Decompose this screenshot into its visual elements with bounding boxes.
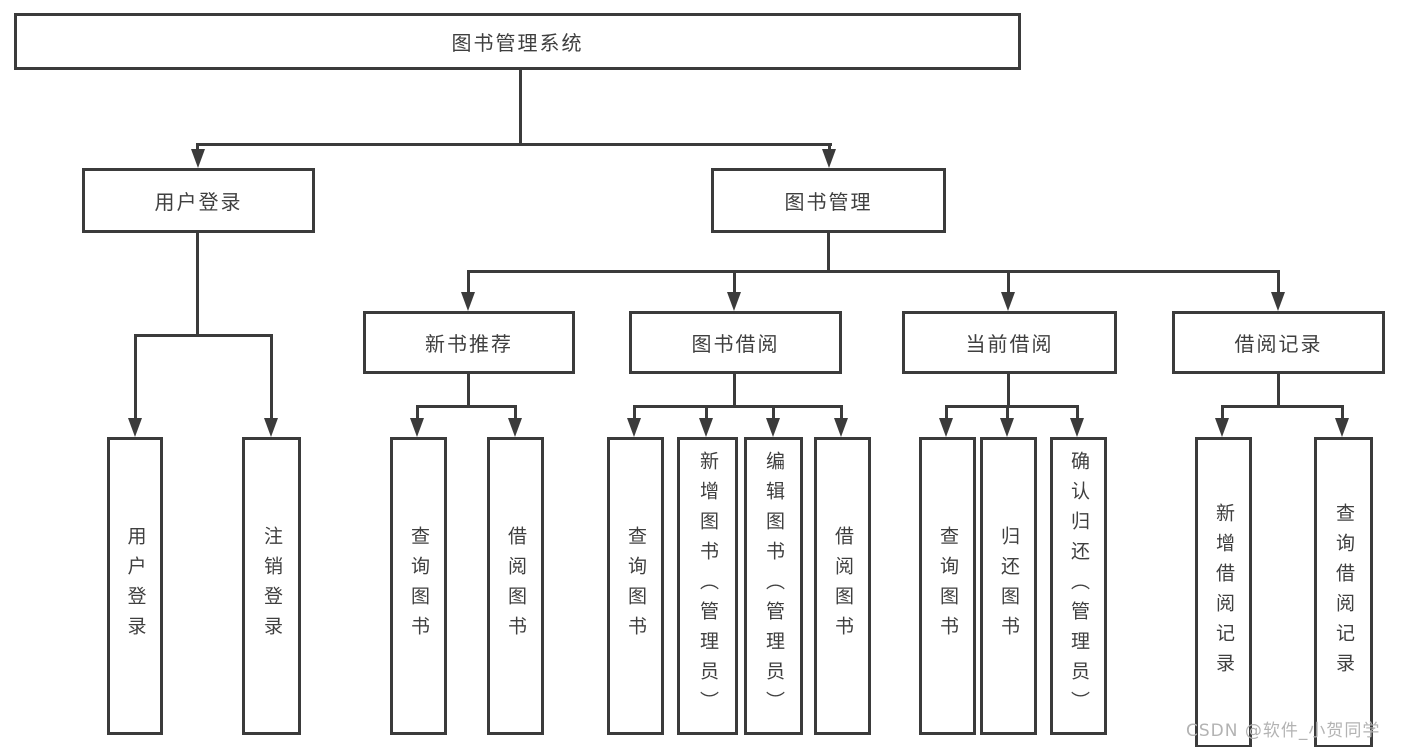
arrowhead-leaf [766, 418, 780, 437]
leaf-user-login-label: 用户登录 [124, 526, 147, 646]
connector-leaf-drop [416, 405, 419, 421]
leaf-confirm-return-admin-label: 确认归还（管理员） [1068, 451, 1090, 721]
node-user-login: 用户登录 [82, 168, 315, 233]
connector-user-login-stem [196, 232, 199, 337]
connector-leaf-drop [633, 405, 636, 421]
connector-book-mgmt-drop [828, 143, 831, 153]
connector-level3-drop [733, 270, 736, 295]
arrowhead-book-borrow [727, 292, 741, 311]
connector-leaf-drop [772, 405, 775, 421]
node-new-book-recommend-label: 新书推荐 [425, 332, 513, 356]
connector-book-mgmt-stem [827, 232, 830, 273]
leaf-borrow-book-label: 借阅图书 [832, 526, 854, 646]
leaf-logout-label: 注销登录 [261, 526, 283, 646]
leaf-query-book-borrow-label: 查询图书 [625, 526, 647, 646]
leaf-logout: 注销登录 [242, 437, 301, 735]
arrowhead-current-borrow [1001, 292, 1015, 311]
connector-borrow-record-stem [1277, 373, 1280, 408]
arrowhead-leaf [128, 418, 142, 437]
leaf-query-book-borrow: 查询图书 [607, 437, 664, 735]
connector-level3-drop [467, 270, 470, 295]
leaf-query-borrow-record-label: 查询借阅记录 [1333, 502, 1355, 683]
connector-leaf-drop [1006, 405, 1009, 421]
connector-borrow-record-bar [1221, 405, 1344, 408]
leaf-add-borrow-record-label: 新增借阅记录 [1213, 502, 1235, 683]
leaf-borrow-book: 借阅图书 [814, 437, 871, 735]
node-book-borrow: 图书借阅 [629, 311, 842, 374]
arrowhead-leaf [1335, 418, 1349, 437]
arrowhead-user-login [191, 149, 205, 168]
leaf-edit-book-admin-label: 编辑图书（管理员） [763, 451, 785, 721]
node-borrow-record-label: 借阅记录 [1234, 332, 1323, 356]
connector-leaf-drop [705, 405, 708, 421]
leaf-return-book: 归还图书 [980, 437, 1037, 735]
connector-leaf-drop [514, 405, 517, 421]
node-current-borrow-label: 当前借阅 [965, 332, 1054, 356]
leaf-query-book-recommend: 查询图书 [390, 437, 447, 735]
connector-level3-drop [1007, 270, 1010, 295]
connector-current-borrow-stem [1007, 373, 1010, 408]
arrowhead-book-mgmt [822, 149, 836, 168]
node-book-management-label: 图书管理 [784, 190, 873, 214]
connector-leaf-drop [840, 405, 843, 421]
leaf-add-borrow-record: 新增借阅记录 [1195, 437, 1252, 747]
leaf-query-borrow-record: 查询借阅记录 [1314, 437, 1373, 747]
arrowhead-leaf [834, 418, 848, 437]
connector-book-borrow-bar [633, 405, 843, 408]
arrowhead-new-book [461, 292, 475, 311]
node-book-borrow-label: 图书借阅 [691, 332, 780, 356]
connector-level2-bar [196, 143, 832, 146]
csdn-watermark: CSDN @软件_小贺同学 [1186, 721, 1381, 741]
arrowhead-leaf [264, 418, 278, 437]
connector-user-login-bar [134, 334, 273, 337]
connector-user-login-drop [196, 143, 199, 153]
arrowhead-leaf [939, 418, 953, 437]
connector-leaf-drop [945, 405, 948, 421]
leaf-borrow-book-recommend-label: 借阅图书 [505, 526, 527, 646]
connector-current-borrow-bar [945, 405, 1079, 408]
connector-new-book-stem [467, 373, 470, 408]
node-new-book-recommend: 新书推荐 [363, 311, 575, 374]
leaf-return-book-label: 归还图书 [998, 526, 1020, 646]
arrowhead-leaf [699, 418, 713, 437]
leaf-query-book-current: 查询图书 [919, 437, 976, 735]
arrowhead-borrow-record [1271, 292, 1285, 311]
connector-leaf-drop [270, 334, 273, 421]
leaf-add-book-admin: 新增图书（管理员） [677, 437, 738, 735]
connector-leaf-drop [134, 334, 137, 421]
leaf-query-book-current-label: 查询图书 [937, 526, 959, 646]
node-book-management: 图书管理 [711, 168, 946, 233]
arrowhead-leaf [410, 418, 424, 437]
leaf-user-login: 用户登录 [107, 437, 163, 735]
connector-level3-drop [1277, 270, 1280, 295]
arrowhead-leaf [1070, 418, 1084, 437]
arrowhead-leaf [1215, 418, 1229, 437]
leaf-edit-book-admin: 编辑图书（管理员） [744, 437, 803, 735]
node-user-login-label: 用户登录 [154, 190, 243, 214]
node-current-borrow: 当前借阅 [902, 311, 1117, 374]
leaf-borrow-book-recommend: 借阅图书 [487, 437, 544, 735]
leaf-add-book-admin-label: 新增图书（管理员） [697, 451, 719, 721]
node-borrow-record: 借阅记录 [1172, 311, 1385, 374]
node-root-label: 图书管理系统 [451, 31, 584, 55]
connector-book-borrow-stem [733, 373, 736, 408]
node-root: 图书管理系统 [14, 13, 1021, 70]
connector-leaf-drop [1221, 405, 1224, 421]
connector-leaf-drop [1076, 405, 1079, 421]
connector-root-stem [519, 69, 522, 146]
connector-new-book-bar [416, 405, 517, 408]
arrowhead-leaf [627, 418, 641, 437]
arrowhead-leaf [1000, 418, 1014, 437]
leaf-confirm-return-admin: 确认归还（管理员） [1050, 437, 1107, 735]
connector-leaf-drop [1341, 405, 1344, 421]
arrowhead-leaf [508, 418, 522, 437]
leaf-query-book-recommend-label: 查询图书 [408, 526, 430, 646]
connector-level3-bar [467, 270, 1280, 273]
